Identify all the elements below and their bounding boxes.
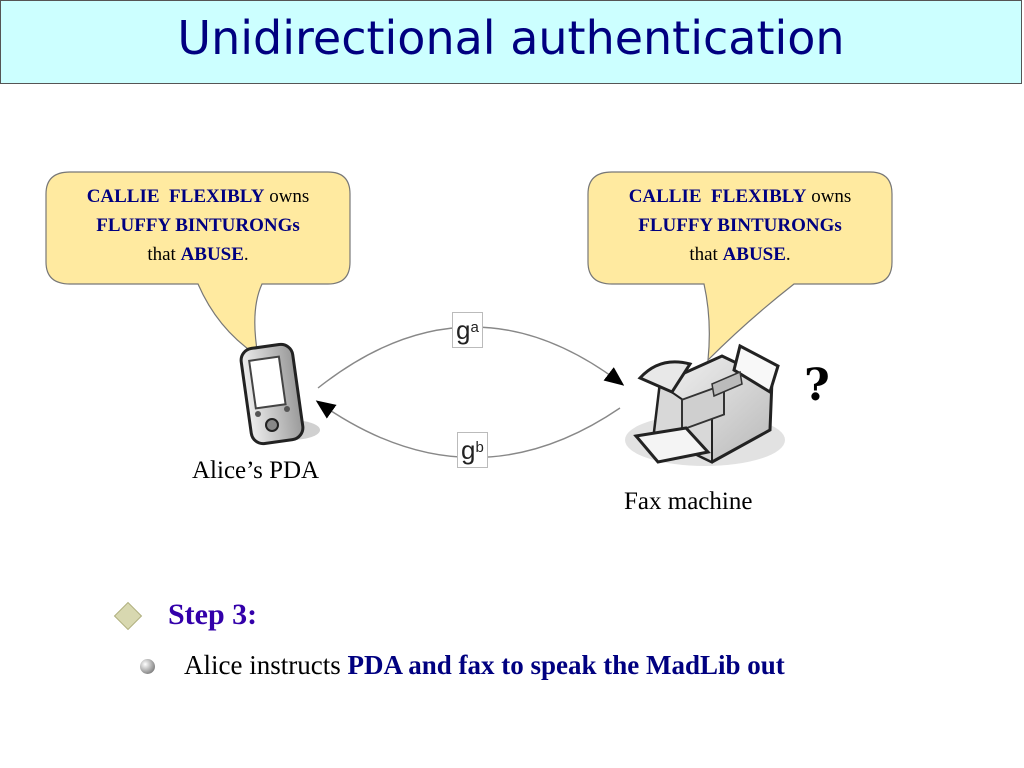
message-g-b: gb — [457, 432, 488, 468]
question-mark: ? — [804, 360, 830, 411]
title-bar: Unidirectional authentication — [0, 0, 1022, 84]
fax-machine-icon — [625, 343, 785, 466]
pda-icon — [239, 342, 320, 446]
pda-label: Alice’s PDA — [192, 457, 320, 484]
round-bullet-icon — [140, 659, 155, 674]
message-g-a: ga — [452, 312, 483, 348]
slide-title: Unidirectional authentication — [177, 11, 845, 65]
fax-label: Fax machine — [624, 488, 753, 515]
step-label: Step 3: — [168, 598, 258, 631]
bubble-left-text: CALLIE FLEXIBLY owns FLUFFY BINTURONGs t… — [86, 186, 310, 265]
bubble-right-text: CALLIE FLEXIBLY owns FLUFFY BINTURONGs t… — [628, 186, 852, 265]
speech-bubble-right — [587, 171, 893, 362]
sub-bullet-text: Alice instructs PDA and fax to speak the… — [184, 650, 785, 680]
